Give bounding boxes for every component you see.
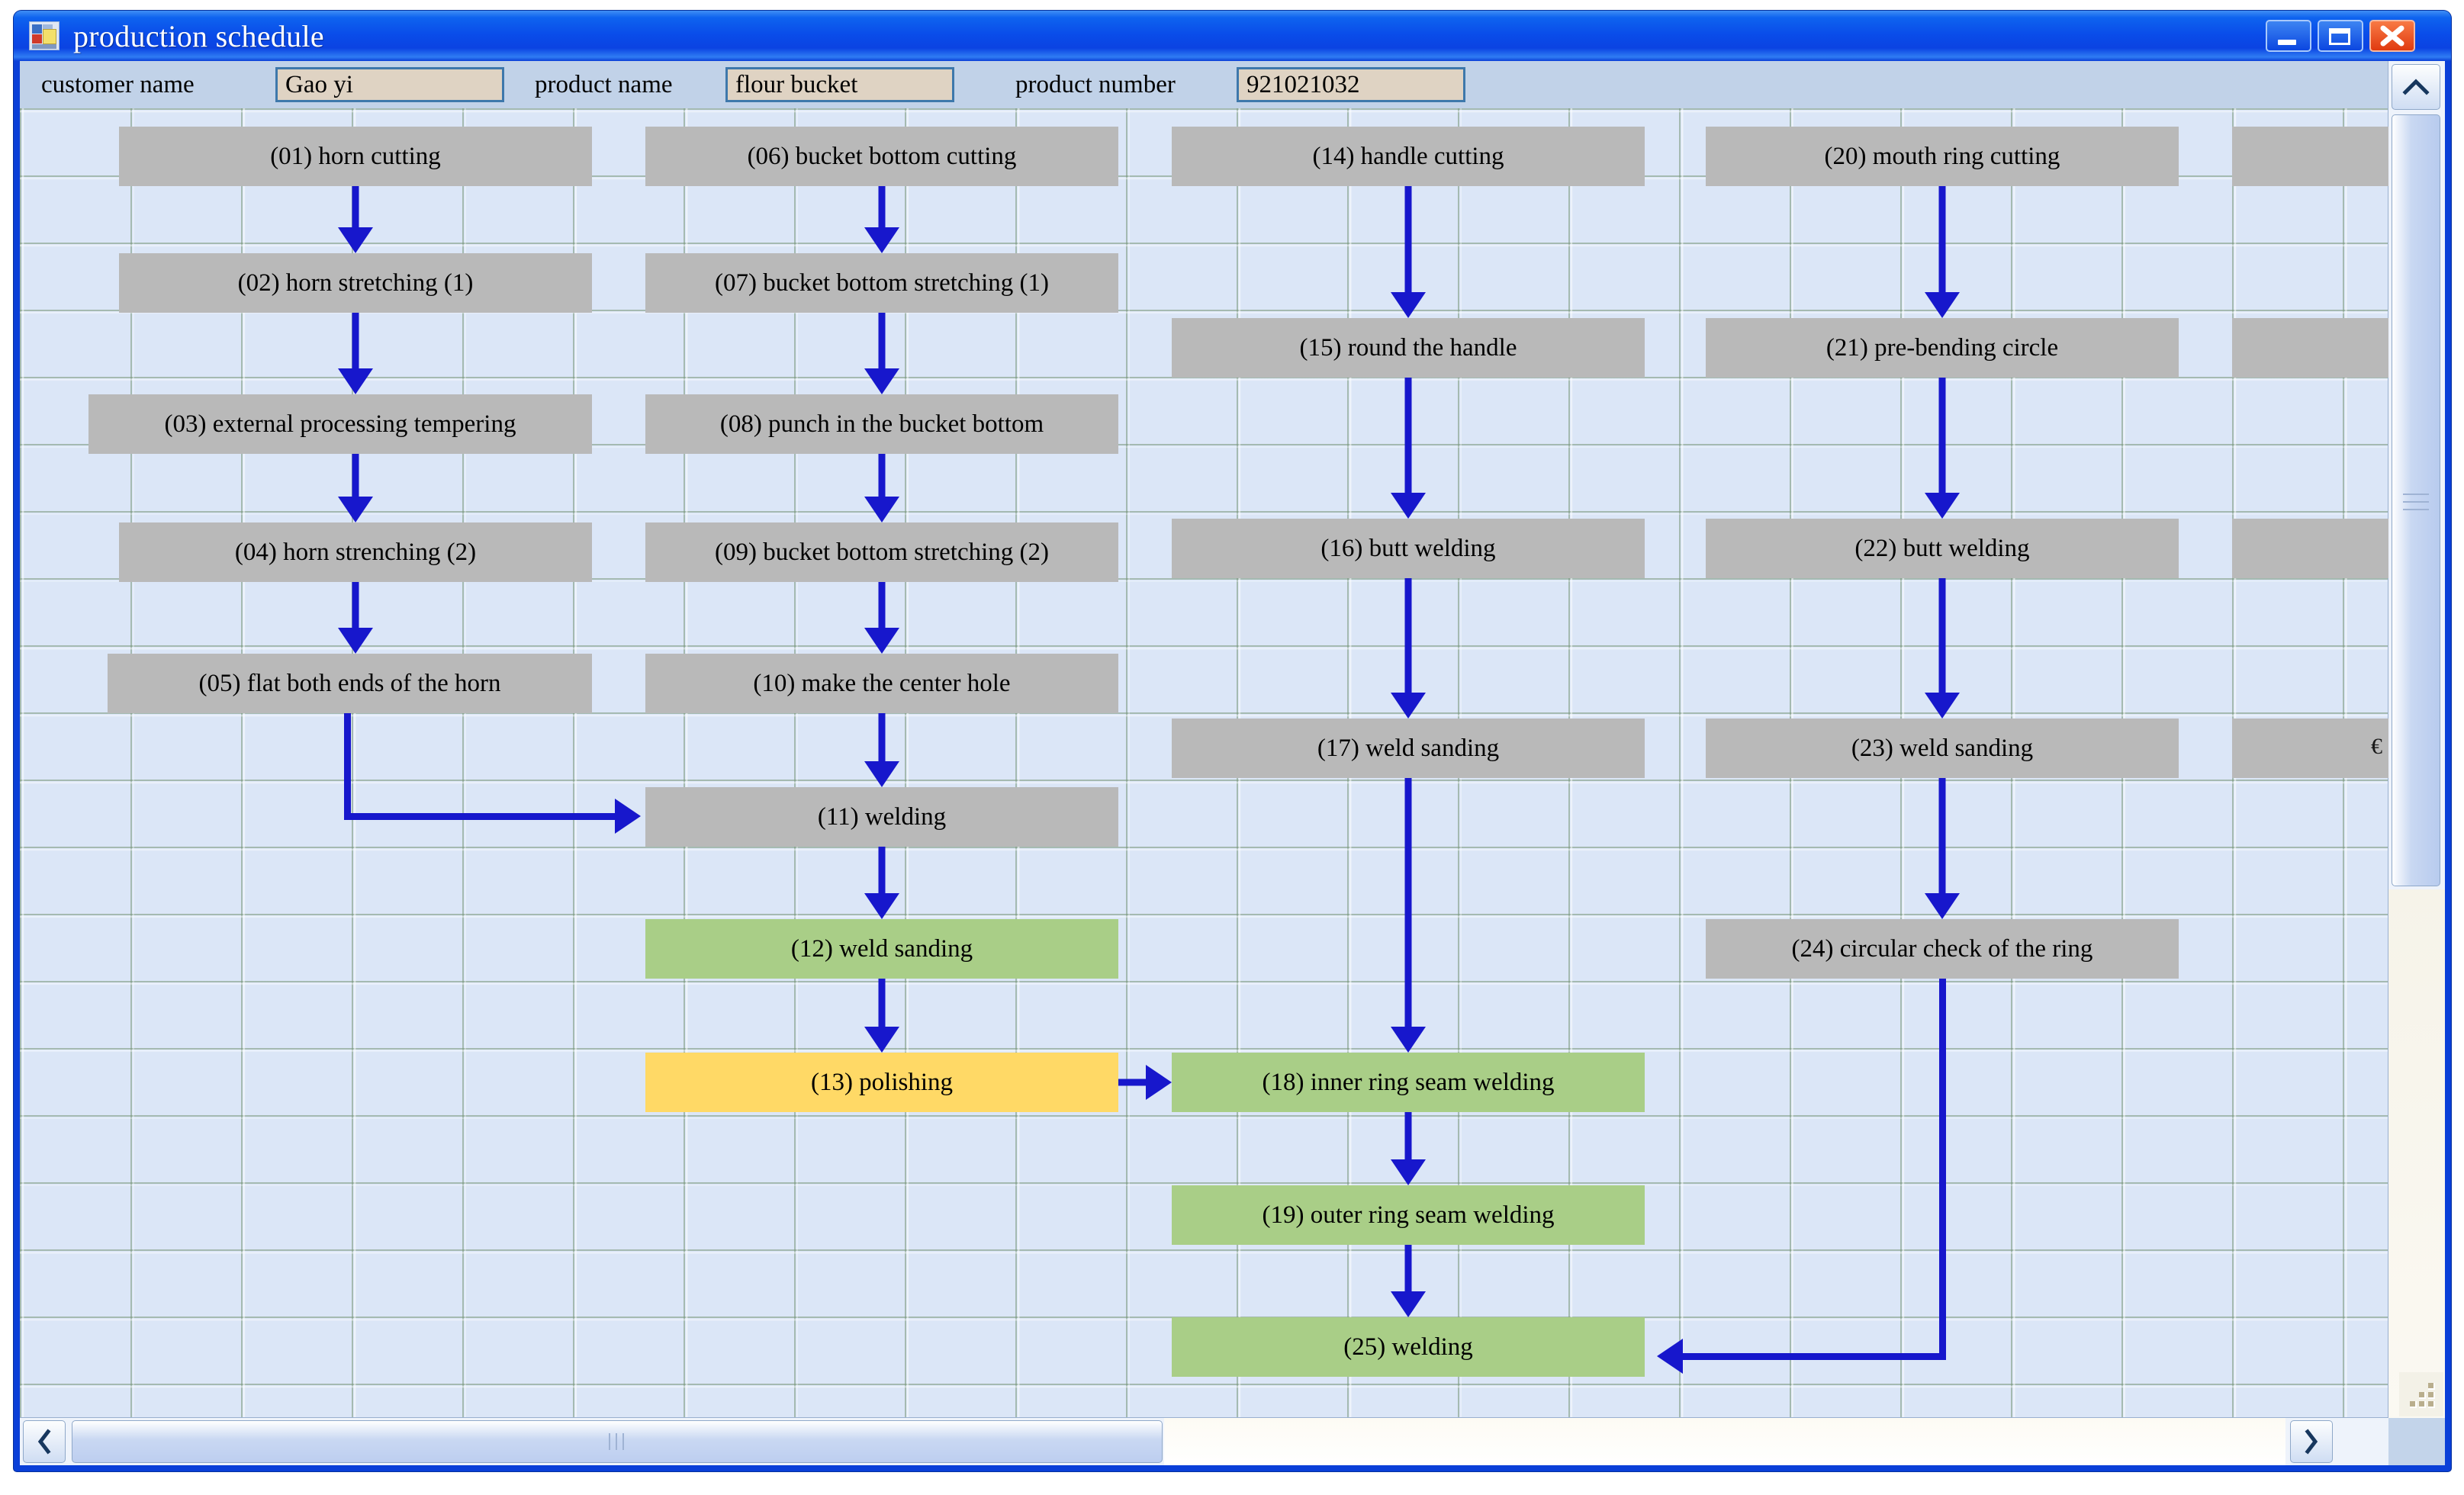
chevron-up-icon	[2402, 79, 2430, 95]
flow-node-23[interactable]: (23) weld sanding	[1706, 719, 2179, 778]
flow-node-01[interactable]: (01) horn cutting	[119, 127, 592, 186]
flow-node-25[interactable]: (25) welding	[1172, 1317, 1645, 1377]
product-name-field[interactable]: flour bucket	[725, 67, 954, 102]
close-button[interactable]	[2369, 20, 2415, 52]
scroll-right-button[interactable]	[2290, 1420, 2333, 1463]
resize-grip[interactable]	[2399, 1372, 2443, 1416]
product-name-label: product name	[535, 71, 673, 98]
window-title: production schedule	[73, 19, 324, 53]
client-area: customer name Gao yi product name flour …	[20, 61, 2445, 1465]
flow-arrow-24-25	[20, 108, 1946, 1374]
flow-node-11[interactable]: (11) welding	[645, 787, 1118, 847]
flow-node-partial-4[interactable]	[2232, 719, 2388, 778]
flow-node-03[interactable]: (03) external processing tempering	[88, 394, 592, 454]
horizontal-track-right[interactable]	[1164, 1418, 2285, 1465]
header-fields-strip: customer name Gao yi product name flour …	[20, 61, 2388, 109]
flow-node-24[interactable]: (24) circular check of the ring	[1706, 919, 2179, 979]
flow-node-19[interactable]: (19) outer ring seam welding	[1172, 1185, 1645, 1245]
vertical-scrollbar[interactable]	[2388, 61, 2445, 1418]
flow-node-20[interactable]: (20) mouth ring cutting	[1706, 127, 2179, 186]
flow-node-14[interactable]: (14) handle cutting	[1172, 127, 1645, 186]
maximize-button[interactable]	[2318, 20, 2363, 52]
vertical-scroll-thumb[interactable]	[2392, 114, 2440, 886]
flow-node-06[interactable]: (06) bucket bottom cutting	[645, 127, 1118, 186]
flow-node-16[interactable]: (16) butt welding	[1172, 519, 1645, 578]
product-number-label: product number	[1015, 71, 1176, 98]
customer-name-label: customer name	[41, 71, 195, 98]
application-window: production schedule customer name Gao yi…	[14, 11, 2451, 1471]
flow-node-13[interactable]: (13) polishing	[645, 1053, 1118, 1112]
flowchart-grid[interactable]: (01) horn cutting (02) horn stretching (…	[20, 108, 2388, 1417]
flow-node-partial-3[interactable]	[2232, 519, 2388, 578]
flow-node-15[interactable]: (15) round the handle	[1172, 318, 1645, 378]
app-icon	[29, 21, 60, 50]
flow-arrow-13-18	[1118, 1053, 1172, 1112]
flow-node-10[interactable]: (10) make the center hole	[645, 654, 1118, 713]
flow-node-18[interactable]: (18) inner ring seam welding	[1172, 1053, 1645, 1112]
chevron-right-icon	[2305, 1429, 2318, 1455]
flow-arrow-05-11	[20, 108, 641, 834]
scroll-up-button[interactable]	[2392, 64, 2440, 110]
flow-node-05[interactable]: (05) flat both ends of the horn	[108, 654, 592, 713]
vertical-track-bottom[interactable]	[2388, 889, 2445, 1418]
partial-glyph-icon: €	[2371, 734, 2382, 759]
product-number-field[interactable]: 921021032	[1237, 67, 1465, 102]
customer-name-field[interactable]: Gao yi	[275, 67, 504, 102]
horizontal-scroll-thumb[interactable]	[72, 1420, 1163, 1463]
minimize-button[interactable]	[2266, 20, 2311, 52]
flow-node-17[interactable]: (17) weld sanding	[1172, 719, 1645, 778]
horizontal-scrollbar[interactable]	[20, 1417, 2388, 1465]
flow-node-08[interactable]: (08) punch in the bucket bottom	[645, 394, 1118, 454]
flow-node-partial-1[interactable]	[2232, 127, 2388, 186]
flow-node-21[interactable]: (21) pre-bending circle	[1706, 318, 2179, 378]
flow-node-07[interactable]: (07) bucket bottom stretching (1)	[645, 253, 1118, 313]
flow-node-02[interactable]: (02) horn stretching (1)	[119, 253, 592, 313]
chevron-left-icon	[37, 1429, 51, 1455]
flow-node-04[interactable]: (04) horn strenching (2)	[119, 522, 592, 582]
flow-node-partial-2[interactable]	[2232, 318, 2388, 378]
flow-node-12[interactable]: (12) weld sanding	[645, 919, 1118, 979]
title-bar: production schedule	[14, 11, 2451, 61]
close-icon	[2380, 25, 2404, 47]
flow-node-09[interactable]: (09) bucket bottom stretching (2)	[645, 522, 1118, 582]
scroll-left-button[interactable]	[23, 1420, 66, 1463]
flow-node-22[interactable]: (22) butt welding	[1706, 519, 2179, 578]
